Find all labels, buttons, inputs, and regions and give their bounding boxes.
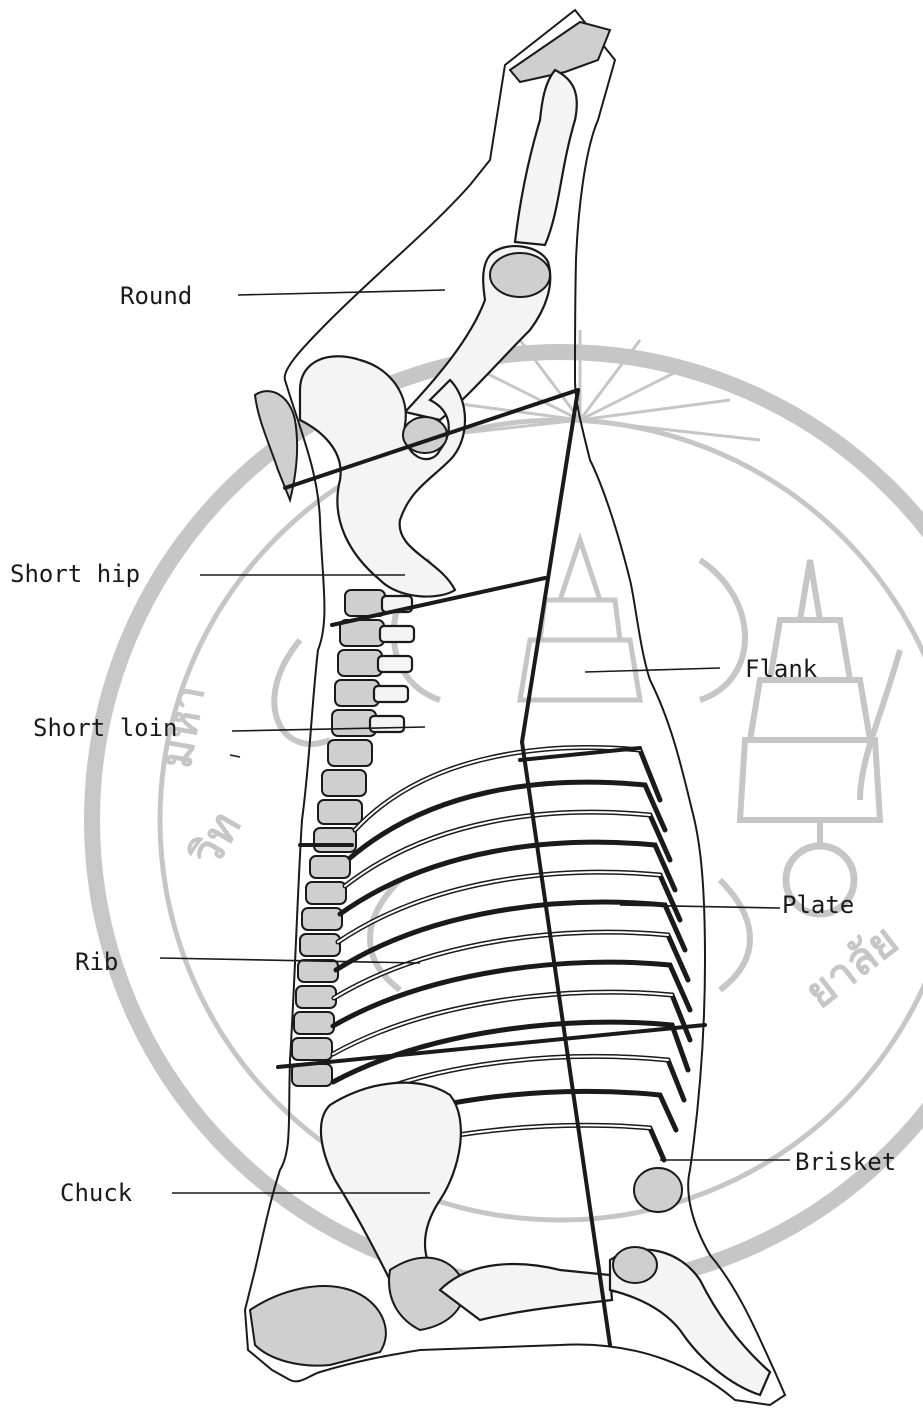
- svg-text:ยาลัย: ยาลัย: [795, 915, 908, 1019]
- university-seal-watermark: มหา วิท ยาลัย: [92, 330, 923, 1288]
- svg-text:วิท: วิท: [180, 803, 252, 876]
- label-rib: Rib: [75, 948, 118, 976]
- label-short-hip: Short hip: [10, 560, 140, 588]
- label-short-loin: Short loin: [33, 714, 178, 742]
- label-brisket: Brisket: [795, 1148, 896, 1176]
- label-flank: Flank: [745, 655, 818, 683]
- label-round: Round: [120, 282, 192, 310]
- label-chuck: Chuck: [60, 1179, 133, 1207]
- vertebral-column: [292, 590, 414, 1086]
- label-plate: Plate: [782, 891, 854, 919]
